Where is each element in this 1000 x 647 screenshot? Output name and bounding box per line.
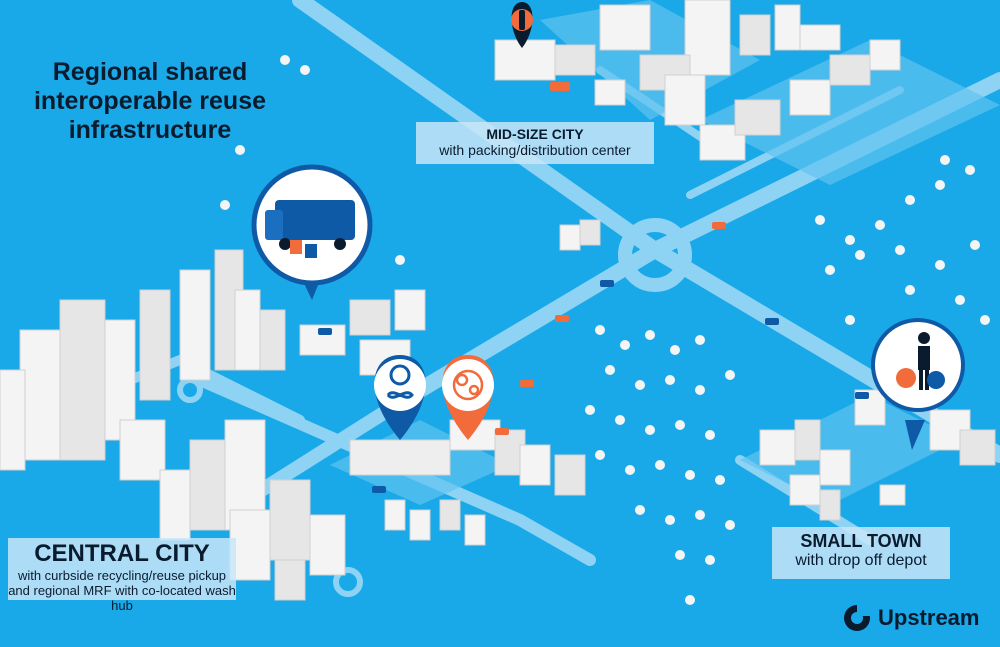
central-city-label: CENTRAL CITY with curbside recycling/reu… [8, 538, 236, 613]
upstream-swirl-icon [844, 605, 870, 631]
small-town-buildings [759, 389, 996, 521]
infographic-title: Regional shared interoperable reuse infr… [33, 58, 267, 144]
roundabout-small [177, 377, 203, 403]
recycling-truck-marker[interactable] [251, 164, 373, 300]
brand-name: Upstream [878, 605, 980, 630]
wash-bubbles-icon [452, 369, 484, 401]
wash-hub-marker[interactable] [442, 355, 494, 440]
mid-size-city-subtitle: with packing/distribution center [439, 142, 631, 158]
central-city-heading: CENTRAL CITY [34, 540, 210, 567]
upstream-logo[interactable]: Upstream [842, 602, 979, 634]
recycle-infinity-icon [386, 364, 414, 399]
small-town-subtitle: with drop off depot [795, 552, 927, 569]
central-city-subtitle: with curbside recycling/reuse pickup and… [8, 568, 236, 613]
bottle-factory-marker[interactable] [511, 2, 533, 48]
garbage-truck-icon [265, 200, 355, 258]
trees [220, 55, 990, 605]
small-town-label: SMALL TOWN with drop off depot [772, 527, 950, 579]
mid-city-buildings [494, 0, 901, 251]
mid-size-city-label: MID-SIZE CITY with packing/distribution … [416, 122, 654, 164]
roundabout-small-2 [333, 567, 363, 597]
recycling-mrf-marker[interactable] [374, 355, 426, 440]
bottle-icon [519, 10, 525, 30]
drop-off-depot-marker[interactable] [871, 318, 965, 450]
mid-size-city-heading: MID-SIZE CITY [486, 126, 584, 142]
small-town-heading: SMALL TOWN [800, 531, 922, 551]
vehicles [318, 82, 869, 493]
roundabout [618, 218, 692, 292]
central-city-buildings [0, 249, 586, 601]
person-with-bags-icon [896, 332, 945, 390]
